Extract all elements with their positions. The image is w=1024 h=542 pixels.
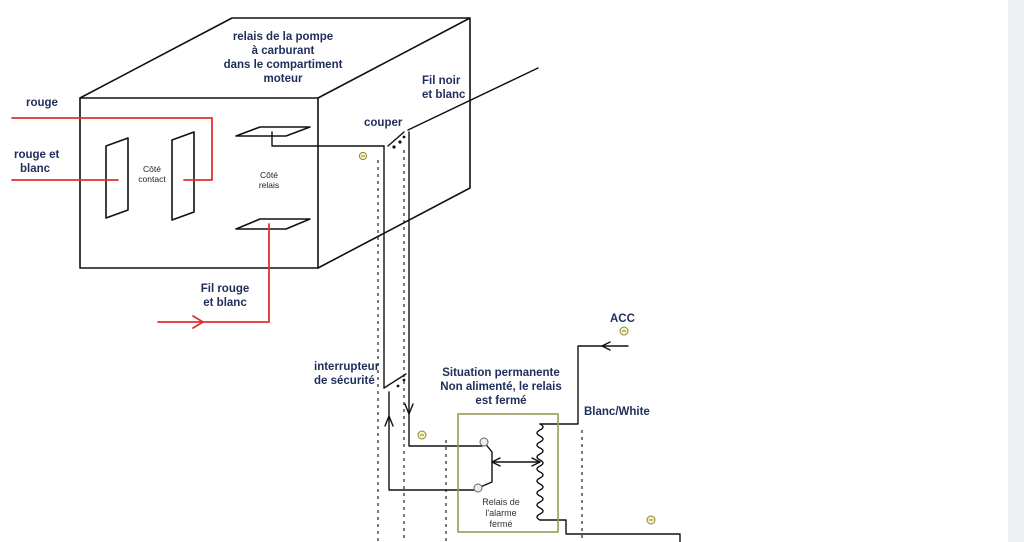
arrow-fil-rouge: [192, 315, 204, 329]
wire-fil-noir-blanc: [407, 67, 539, 131]
terminal-lower: [235, 218, 311, 230]
relay-contact-line: [477, 441, 493, 489]
label-rouge-et-blanc: rouge et blanc: [14, 149, 60, 175]
alarm-relay-box: [457, 413, 559, 533]
wire-left-to-relay: [388, 417, 477, 491]
red-wire-fil-rouge-blanc: [157, 223, 270, 323]
label-cote-relais: Côté relais: [258, 170, 280, 190]
scrollbar-track[interactable]: [1008, 0, 1024, 542]
switch-lever: [383, 373, 407, 389]
label-interrupteur: interrupteur de sécurité: [314, 361, 380, 387]
arrow-up: [384, 415, 394, 427]
arrow-acc: [601, 341, 611, 351]
contact-lower: [473, 483, 483, 493]
label-acc: ACC: [610, 313, 635, 325]
label-situation: Situation permanente Non alimenté, le re…: [440, 367, 562, 407]
wire-terminal-to-cut: [271, 131, 385, 147]
label-cote-contact: Côté contact: [138, 164, 166, 184]
label-rouge: rouge: [26, 97, 58, 109]
arrow-armature-right: [531, 457, 541, 467]
relay-box-side: [317, 17, 471, 269]
relay-coil: [536, 423, 544, 521]
relay-box-top: [79, 17, 471, 99]
terminal-upper: [235, 126, 311, 137]
cut-break: [387, 131, 405, 147]
terminal-right: [171, 131, 195, 221]
contact-upper: [479, 437, 489, 447]
label-couper: couper: [364, 117, 403, 129]
pump-relay-title: relais de la pompe à carburant dans le c…: [223, 31, 343, 85]
label-fil-noir-et-blanc: Fil noir et blanc: [422, 75, 466, 101]
arrow-armature-left: [491, 457, 501, 467]
label-relais-alarme: Relais de l'alarme fermé: [482, 497, 520, 529]
label-fil-rouge-et-blanc: Fil rouge et blanc: [200, 283, 250, 309]
terminal-left: [105, 137, 129, 219]
red-wire-rouge: [11, 117, 213, 181]
wire-ground: [539, 519, 681, 542]
label-blanc-white: Blanc/White: [584, 406, 650, 418]
